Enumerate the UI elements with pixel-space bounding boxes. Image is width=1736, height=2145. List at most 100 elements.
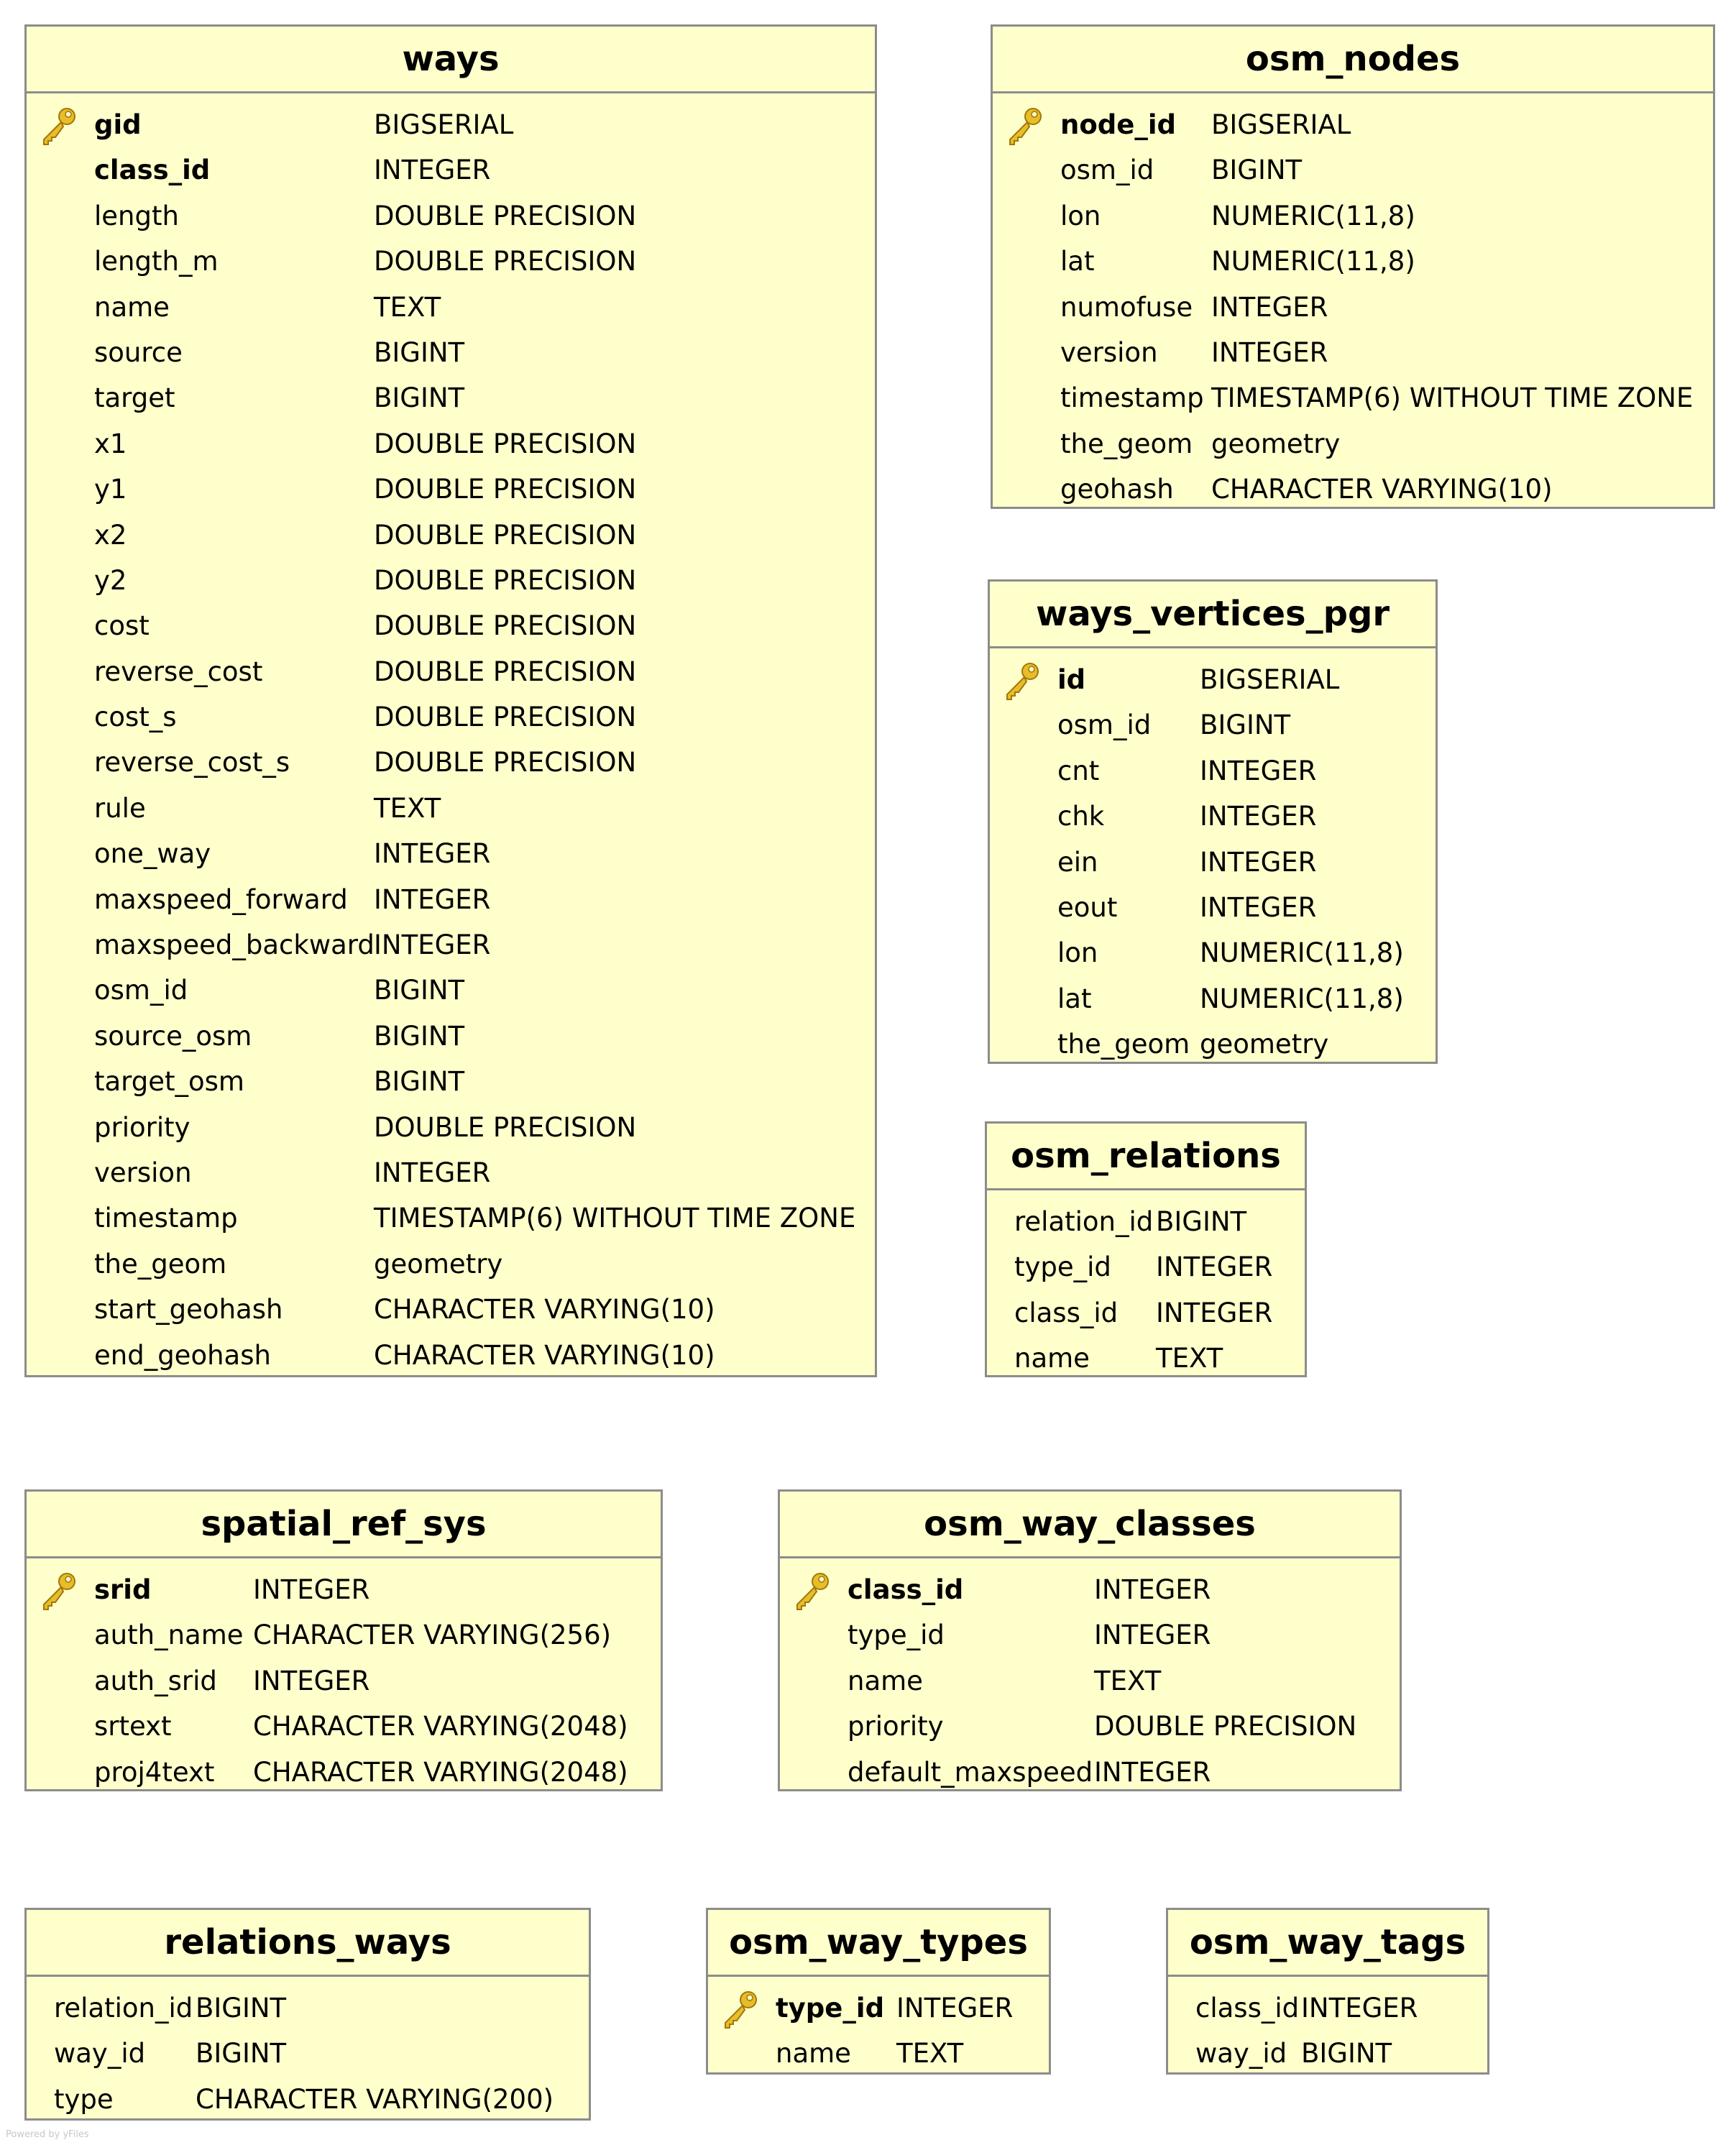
field-type: NUMERIC(11,8) xyxy=(1200,983,1404,1014)
field-name: rule xyxy=(94,792,146,824)
field-name: osm_id xyxy=(94,975,188,1006)
field-type: BIGINT xyxy=(1156,1206,1247,1237)
field-type: INTEGER xyxy=(1211,291,1328,323)
field-row: lat NUMERIC(11,8) xyxy=(993,239,1713,284)
field-type: INTEGER xyxy=(1094,1620,1211,1651)
field-name: srtext xyxy=(94,1711,172,1742)
field-type: CHARACTER VARYING(10) xyxy=(1211,474,1553,505)
field-name: numofuse xyxy=(1060,291,1193,323)
field-name: ein xyxy=(1057,846,1098,878)
field-name: end_geohash xyxy=(94,1339,271,1371)
field-type: INTEGER xyxy=(253,1665,370,1696)
field-type: DOUBLE PRECISION xyxy=(374,474,637,505)
field-name: maxspeed_forward xyxy=(94,883,348,915)
field-type: INTEGER xyxy=(1094,1574,1211,1605)
primary-key-icon xyxy=(37,1568,80,1612)
field-type: DOUBLE PRECISION xyxy=(374,519,637,551)
field-name: type_id xyxy=(1014,1251,1111,1283)
field-name: the_geom xyxy=(94,1248,227,1280)
field-name: lat xyxy=(1060,246,1095,277)
field-name: lon xyxy=(1060,200,1101,231)
table-title: spatial_ref_sys xyxy=(27,1492,661,1558)
field-type: DOUBLE PRECISION xyxy=(374,200,637,231)
field-name: osm_id xyxy=(1060,155,1154,186)
field-type: INTEGER xyxy=(1211,336,1328,368)
field-name: gid xyxy=(94,109,142,140)
field-type: BIGINT xyxy=(374,1020,465,1052)
field-type: geometry xyxy=(1200,1029,1329,1060)
powered-by-footer: Powered by yFiles xyxy=(6,2129,89,2140)
field-type: BIGINT xyxy=(374,1066,465,1098)
table-title: osm_nodes xyxy=(993,27,1713,93)
field-type: INTEGER xyxy=(374,838,491,870)
table-title: osm_relations xyxy=(987,1124,1305,1190)
field-type: NUMERIC(11,8) xyxy=(1211,246,1415,277)
field-type: TEXT xyxy=(374,291,441,323)
field-type: BIGSERIAL xyxy=(1200,664,1340,695)
field-name: auth_srid xyxy=(94,1665,217,1696)
field-name: maxspeed_backward xyxy=(94,929,375,961)
field-row: lon NUMERIC(11,8) xyxy=(993,193,1713,239)
field-name: reverse_cost_s xyxy=(94,747,290,778)
field-name: cost xyxy=(94,610,150,642)
field-type: DOUBLE PRECISION xyxy=(374,246,637,277)
field-type: INTEGER xyxy=(374,1157,491,1188)
field-name: target xyxy=(94,382,175,414)
field-type: INTEGER xyxy=(374,929,491,961)
field-type: BIGSERIAL xyxy=(374,109,514,140)
field-type: NUMERIC(11,8) xyxy=(1211,200,1415,231)
field-row: version INTEGER xyxy=(27,1150,875,1195)
field-type: TEXT xyxy=(1156,1343,1223,1374)
field-type: BIGINT xyxy=(1211,155,1303,186)
field-type: DOUBLE PRECISION xyxy=(1094,1711,1357,1742)
field-name: default_maxspeed xyxy=(848,1756,1093,1788)
field-name: reverse_cost xyxy=(94,656,263,687)
field-type: INTEGER xyxy=(1094,1756,1211,1788)
field-name: name xyxy=(848,1665,923,1696)
field-type: BIGINT xyxy=(374,336,465,368)
field-type: INTEGER xyxy=(1200,755,1317,786)
field-name: auth_name xyxy=(94,1620,244,1651)
field-type: INTEGER xyxy=(1200,801,1317,832)
field-type: BIGSERIAL xyxy=(1211,109,1351,140)
field-name: version xyxy=(94,1157,192,1188)
field-name: start_geohash xyxy=(94,1294,283,1326)
field-type: geometry xyxy=(1211,428,1341,459)
